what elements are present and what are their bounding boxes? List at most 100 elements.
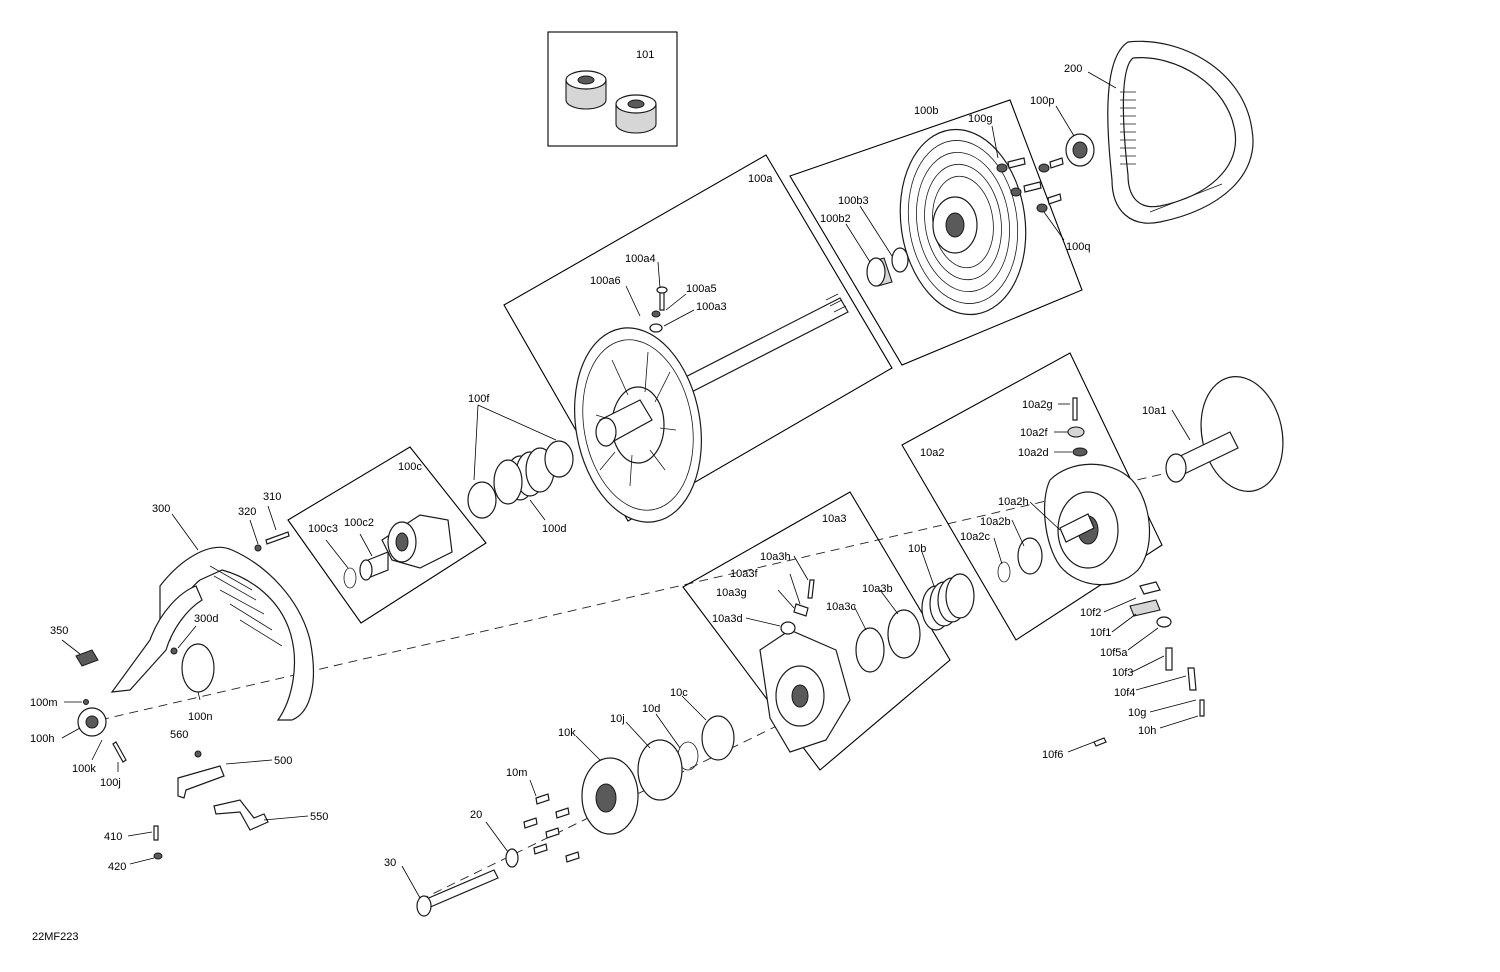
fastener-set-100a3-100a6 <box>649 286 668 333</box>
assembly-axis-upper <box>99 469 1181 721</box>
washer-10a2d <box>1072 447 1088 457</box>
callout-10f3: 10f3 <box>1112 667 1133 679</box>
callout-100n: 100n <box>188 711 212 723</box>
screws-10m <box>523 793 580 863</box>
callout-10a2b: 10a2b <box>980 516 1011 528</box>
bushing-10a2b <box>1017 537 1043 575</box>
callout-10a3c: 10a3c <box>826 601 856 613</box>
bracket-550 <box>213 799 269 831</box>
callout-500: 500 <box>274 755 292 767</box>
callout-10b: 10b <box>908 543 926 555</box>
callout-10d: 10d <box>642 703 660 715</box>
callout-100d: 100d <box>542 523 566 535</box>
callout-10j: 10j <box>610 713 625 725</box>
callout-20: 20 <box>470 809 482 821</box>
group-frame-100c <box>287 446 487 624</box>
callout-550: 550 <box>310 811 328 823</box>
sheave-shaft-100a <box>574 293 849 523</box>
callout-10a2g: 10a2g <box>1022 399 1053 411</box>
callout-300d: 300d <box>194 613 218 625</box>
gasket-10j <box>637 739 683 801</box>
hub-10k <box>581 757 639 835</box>
callout-10f5a: 10f5a <box>1100 647 1128 659</box>
callout-100b3: 100b3 <box>838 195 869 207</box>
callout-10m: 10m <box>506 767 527 779</box>
callout-10a2h: 10a2h <box>998 496 1029 508</box>
ring-10a3b <box>887 609 921 659</box>
callout-10c: 10c <box>670 687 688 699</box>
callout-100j: 100j <box>100 777 121 789</box>
ring-10a2c <box>997 561 1011 583</box>
callout-30: 30 <box>384 857 396 869</box>
callout-100c: 100c <box>398 461 422 473</box>
drive-belt-200 <box>1107 40 1254 224</box>
bolt-30 <box>416 869 499 917</box>
callout-350: 350 <box>50 625 68 637</box>
callout-10g: 10g <box>1128 707 1146 719</box>
bearing-10c <box>701 715 735 761</box>
group-frame-10a2 <box>901 352 1163 641</box>
callout-100a6: 100a6 <box>590 275 621 287</box>
callout-10f1: 10f1 <box>1090 627 1111 639</box>
washer-100f-a <box>544 440 574 478</box>
callout-10a3d: 10a3d <box>712 613 743 625</box>
callout-10a2d: 10a2d <box>1018 447 1049 459</box>
callout-100f: 100f <box>468 393 490 405</box>
callout-100a4: 100a4 <box>625 253 656 265</box>
callout-100p: 100p <box>1030 95 1054 107</box>
fastener-set-100g-100q <box>996 133 1095 213</box>
callout-10a3: 10a3 <box>822 513 846 525</box>
housing-10a2 <box>1043 463 1151 586</box>
callout-100a3: 100a3 <box>696 301 727 313</box>
spring-100d <box>493 447 555 505</box>
callout-100m: 100m <box>30 697 58 709</box>
spring-10b <box>921 573 975 631</box>
bracket-500 <box>177 765 225 799</box>
callout-10f2: 10f2 <box>1080 607 1101 619</box>
pin-10a3g <box>793 603 809 617</box>
callout-10a2c: 10a2c <box>960 531 990 543</box>
cam-100c <box>343 514 453 589</box>
callout-10a3f: 10a3f <box>730 568 758 580</box>
screw-10a3h <box>807 579 815 599</box>
callout-10a3b: 10a3b <box>862 583 893 595</box>
sheave-100b <box>866 128 1027 316</box>
callout-410: 410 <box>104 831 122 843</box>
callout-10k: 10k <box>558 727 576 739</box>
washer-100m <box>83 699 89 705</box>
callout-10h: 10h <box>1138 725 1156 737</box>
washer-100f-b <box>467 481 497 519</box>
callout-10a3h: 10a3h <box>760 551 791 563</box>
callout-100k: 100k <box>72 763 96 775</box>
callout-200: 200 <box>1064 63 1082 75</box>
washer-100n <box>181 643 215 693</box>
sheave-10a1 <box>1165 376 1284 492</box>
callout-560: 560 <box>170 729 188 741</box>
callout-100b: 100b <box>914 105 938 117</box>
washer-20 <box>505 848 519 868</box>
pivot-10a2f <box>1067 426 1085 438</box>
callout-10f6: 10f6 <box>1042 749 1063 761</box>
washer-420 <box>153 852 163 860</box>
callout-10a3g: 10a3g <box>716 587 747 599</box>
lever-10f <box>1129 581 1205 717</box>
screw-560 <box>194 750 202 758</box>
group-frame-101 <box>547 31 678 147</box>
callout-310: 310 <box>263 491 281 503</box>
callout-100q: 100q <box>1066 241 1090 253</box>
callout-100a5: 100a5 <box>686 283 717 295</box>
callout-10a2f: 10a2f <box>1020 427 1048 439</box>
callout-100c2: 100c2 <box>344 517 374 529</box>
callout-10f4: 10f4 <box>1114 687 1135 699</box>
bushing-pair-101 <box>565 70 657 134</box>
leader-lines <box>61 71 1199 899</box>
callout-10a2: 10a2 <box>920 447 944 459</box>
pin-10f6 <box>1093 737 1107 747</box>
callout-420: 420 <box>108 861 126 873</box>
callout-100g: 100g <box>968 113 992 125</box>
bolt-310 <box>265 531 290 545</box>
guard-300 <box>110 546 315 721</box>
callout-300: 300 <box>152 503 170 515</box>
